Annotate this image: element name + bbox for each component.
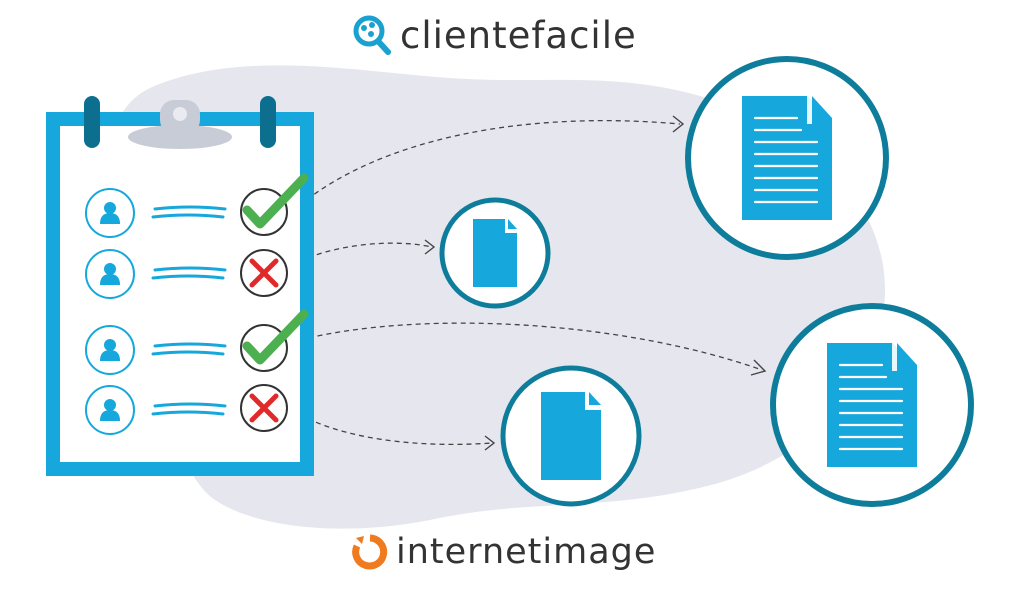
magnifier-logo-icon: [353, 15, 391, 55]
arrow-row2-to-doc-small-top: [291, 242, 433, 266]
arrow-row1-to-doc-large-top: [299, 120, 681, 206]
clipboard-clip-right: [260, 96, 276, 148]
document-icon: [740, 94, 834, 222]
brand-name-top: clientefacile: [400, 13, 637, 57]
brand-clientefacile: clientefacile: [352, 14, 637, 56]
doc-large-bottom: [770, 303, 974, 507]
clipboard-clamp: [128, 100, 232, 149]
document-icon: [541, 392, 601, 480]
document-icon: [473, 219, 517, 287]
arrow-row3-to-doc-large-bottom: [299, 322, 763, 371]
document-icon: [825, 341, 919, 469]
brand-internetimage: internetimage: [352, 532, 656, 572]
clipboard-clip-left: [84, 96, 100, 148]
doc-small-bottom: [500, 365, 642, 507]
ring-logo-icon: [352, 534, 388, 570]
doc-small-top: [439, 197, 551, 309]
brand-name-bottom: internetimage: [396, 531, 657, 572]
doc-large-top: [685, 56, 889, 260]
